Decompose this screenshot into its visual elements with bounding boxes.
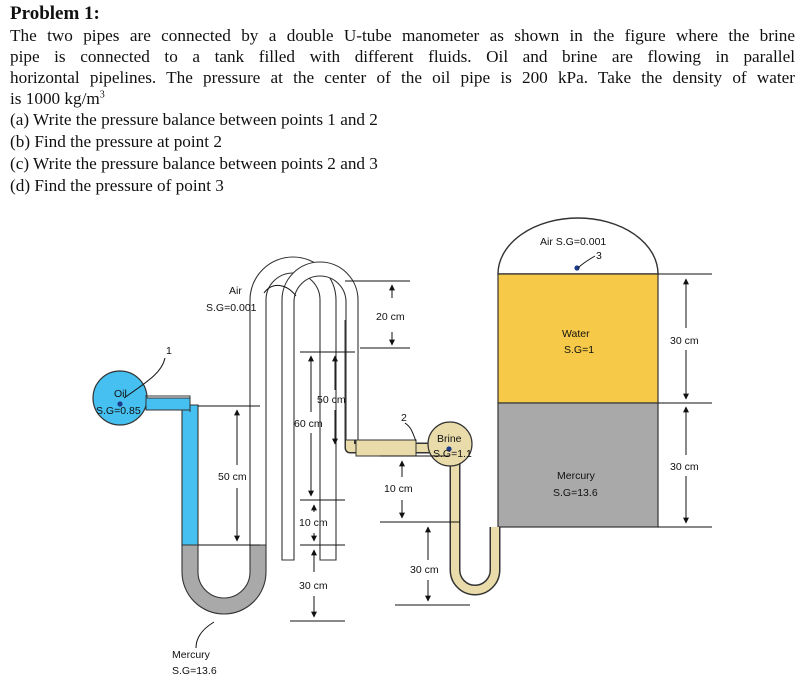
dim-10cm-brine: 10 cm: [384, 483, 413, 495]
problem-title: Problem 1:: [10, 3, 100, 24]
label-mercury-tank-2: S.G=13.6: [553, 487, 598, 499]
tank-water-layer: [497, 273, 659, 404]
air-inverted-u: [249, 256, 337, 561]
dim-10cm-left: 10 cm: [299, 517, 328, 529]
leader-point2: [404, 422, 417, 442]
question-b: (b) Find the pressure at point 2: [10, 132, 222, 151]
question-a: (a) Write the pressure balance between p…: [10, 110, 378, 129]
label-mercury-bottom-1: Mercury: [172, 649, 211, 661]
tank-mercury-layer: [497, 402, 659, 528]
dimension-lines: [198, 273, 712, 622]
problem-statement: Problem 1: The two pipes are connected b…: [10, 2, 795, 197]
density-exponent: 3: [99, 89, 105, 101]
dim-30cm-left: 30 cm: [299, 580, 328, 592]
brine-tube: [344, 320, 501, 596]
label-point3: 3: [596, 250, 602, 262]
problem-line-4: is 1000 kg/m3: [10, 88, 795, 109]
tank-air-dome: [497, 217, 659, 275]
question-d: (d) Find the pressure of point 3: [10, 176, 224, 195]
problem-line-3: horizontal pipelines. The pressure at th…: [10, 68, 795, 87]
leader-air: [263, 285, 297, 297]
dim-50cm-left: 50 cm: [218, 471, 247, 483]
label-air-tank: Air S.G=0.001: [540, 236, 606, 248]
label-air-tube-2: S.G=0.001: [206, 302, 257, 314]
label-point2: 2: [401, 412, 407, 424]
label-air-tube-1: Air: [229, 285, 242, 297]
point-1-marker: [117, 401, 123, 407]
mercury-u-bottom: [181, 544, 267, 615]
leader-point1: [123, 357, 166, 399]
label-mercury-tank-1: Mercury: [557, 470, 596, 482]
label-water-2: S.G=1: [564, 344, 594, 356]
label-point1: 1: [166, 345, 172, 357]
label-brine-2: S.G=1.1: [433, 448, 472, 460]
dim-50cm-mid: 50 cm: [317, 394, 346, 406]
density-text: is 1000 kg/m: [10, 89, 100, 108]
question-c: (c) Write the pressure balance between p…: [10, 154, 378, 173]
double-u-tube: [181, 256, 337, 615]
dim-30cm-brine: 30 cm: [410, 564, 439, 576]
dim-30cm-mercury: 30 cm: [670, 461, 699, 473]
label-water-1: Water: [562, 328, 590, 340]
point-3-marker: [574, 265, 580, 271]
brine-pipe-circle: [427, 421, 473, 467]
air-upper-loop: [281, 261, 359, 561]
problem-line-1: The two pipes are connected by a double …: [10, 26, 795, 45]
problem-line-2: pipe is connected to a tank filled with …: [10, 47, 795, 66]
tank: [497, 217, 659, 528]
oil-column: [181, 404, 199, 546]
leader-point3: [577, 255, 596, 269]
oil-connector-fill: [145, 397, 191, 411]
dim-60cm: 60 cm: [294, 418, 323, 430]
dim-20cm: 20 cm: [376, 311, 405, 323]
label-mercury-bottom-2: S.G=13.6: [172, 665, 217, 677]
label-brine-1: Brine: [437, 433, 462, 445]
point-2-marker: [446, 446, 452, 452]
label-oil-2: S.G=0.85: [96, 405, 141, 417]
dim-30cm-water: 30 cm: [670, 335, 699, 347]
leader-mercury: [195, 621, 215, 649]
label-oil-1: Oil: [114, 388, 127, 400]
